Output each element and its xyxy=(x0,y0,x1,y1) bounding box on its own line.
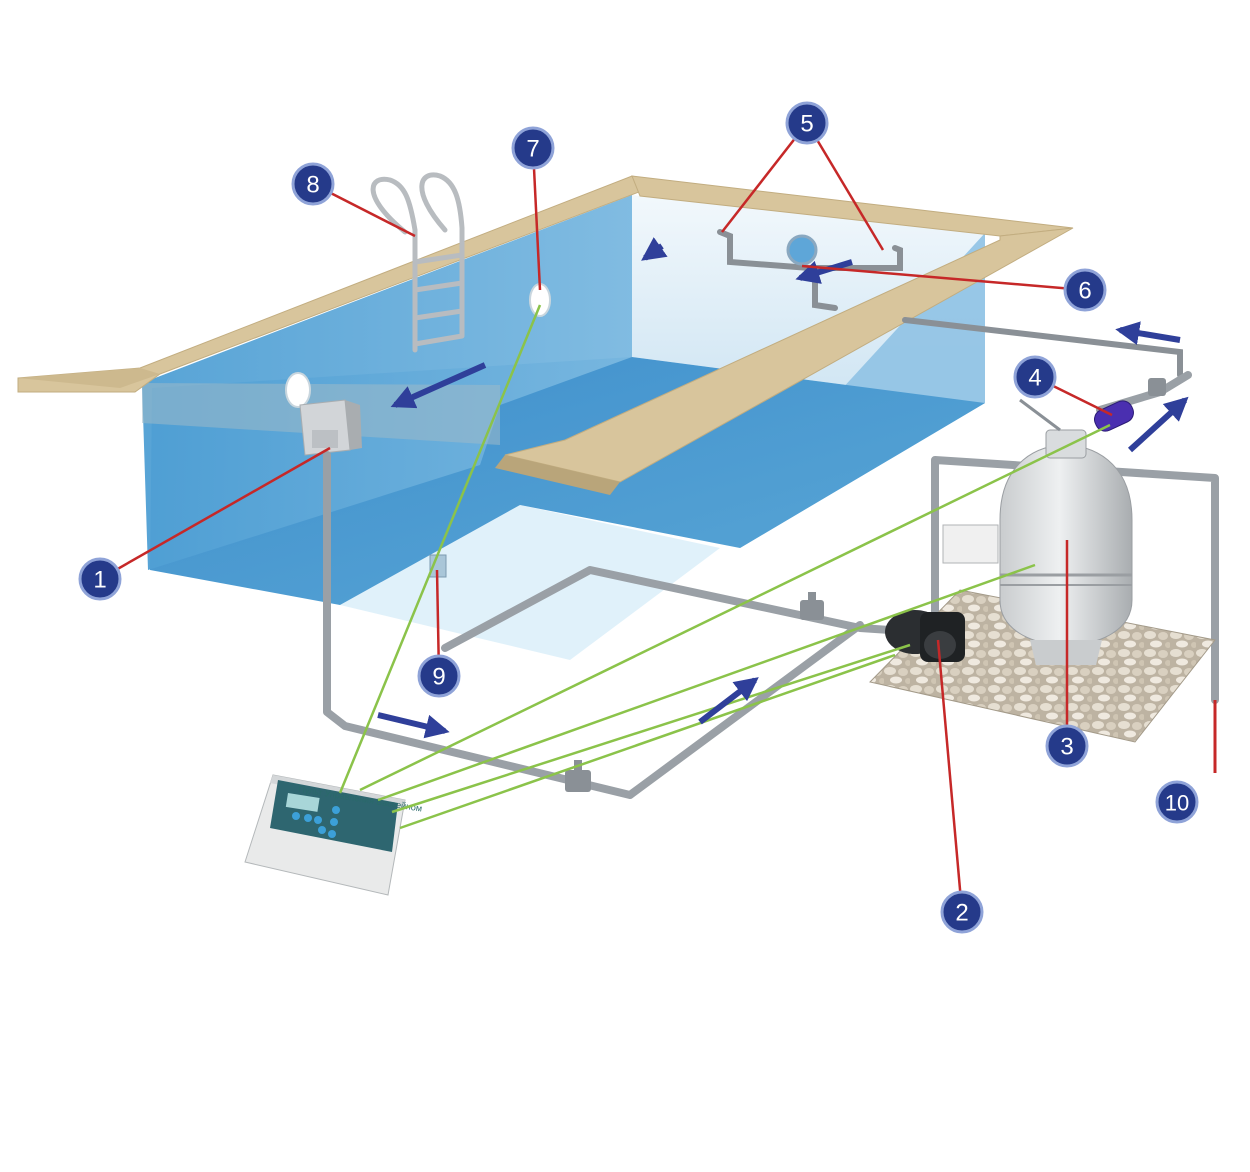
callout-8: 8 xyxy=(291,162,335,206)
control-wires xyxy=(338,304,1111,830)
callout-label: 9 xyxy=(432,664,445,691)
counter-current-nozzle xyxy=(786,234,818,266)
callout-10: 10 xyxy=(1155,780,1199,824)
ladder xyxy=(370,172,465,353)
callout-4: 4 xyxy=(1013,355,1057,399)
callout-label: 6 xyxy=(1078,278,1091,305)
pool-deck-left xyxy=(17,175,662,393)
callout-label: 5 xyxy=(800,111,813,138)
pool-deck-left-top xyxy=(18,368,160,388)
callout-5: 5 xyxy=(785,101,829,145)
control-panel: Пульт Управления Бассейном xyxy=(244,774,423,896)
skimmer-window xyxy=(285,372,311,408)
callout-label: 8 xyxy=(306,172,319,199)
drain-pipe xyxy=(441,566,894,652)
callout-label: 3 xyxy=(1060,734,1073,761)
callout-label: 2 xyxy=(955,900,968,927)
pool-floor-projection xyxy=(340,505,720,660)
callout-6: 6 xyxy=(1063,268,1107,312)
pool-left-wall xyxy=(142,195,632,570)
callout-2: 2 xyxy=(940,890,984,934)
panel-buttons xyxy=(292,806,340,838)
skimmer-pipe xyxy=(323,451,864,799)
pool xyxy=(17,175,1074,660)
callouts: 1 2 3 4 5 6 7 8 xyxy=(78,101,1199,934)
flow-arrow-icon xyxy=(377,237,1189,739)
electrical-box xyxy=(942,524,999,564)
callout-7: 7 xyxy=(511,126,555,170)
callout-label: 1 xyxy=(93,567,106,594)
pump xyxy=(885,610,965,662)
callout-label: 4 xyxy=(1028,365,1041,392)
callout-leaders xyxy=(99,122,1113,913)
callout-9: 9 xyxy=(417,654,461,698)
skimmer xyxy=(299,399,362,456)
pool-deck-right-edge xyxy=(495,455,620,495)
callout-1: 1 xyxy=(78,557,122,601)
heater xyxy=(1094,400,1134,432)
callout-3: 3 xyxy=(1045,724,1089,768)
callout-label: 7 xyxy=(526,136,539,163)
callout-label: 10 xyxy=(1165,791,1189,816)
